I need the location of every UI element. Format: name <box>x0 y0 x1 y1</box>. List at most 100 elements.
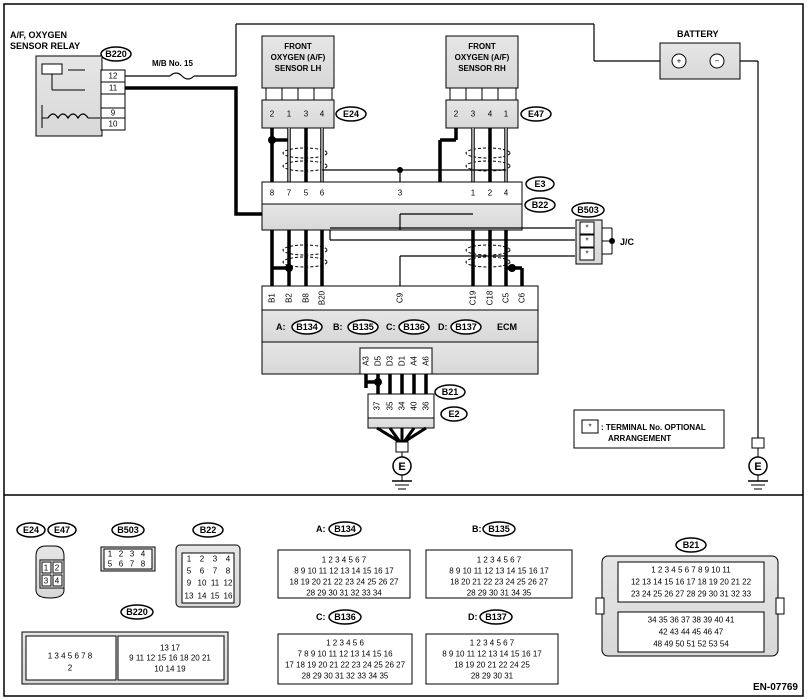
face-b136-row: 17 18 19 20 21 22 23 24 25 26 27 <box>285 661 406 670</box>
face-b22-pin: 15 <box>211 592 220 601</box>
face-b503-pin: 2 <box>119 550 124 559</box>
face-b134-prefix: A: <box>316 524 326 534</box>
face-b21-row: 34 35 36 37 38 39 40 41 <box>648 616 735 625</box>
face-b134-row: 8 9 10 11 12 13 14 15 16 17 <box>294 567 394 576</box>
ecm-pin: B20 <box>318 290 327 305</box>
ecm-pin-bottom: D3 <box>386 355 395 366</box>
ecm-pin: C6 <box>518 292 527 303</box>
face-b22-pin: 13 <box>185 592 194 601</box>
harness-pin: 5 <box>304 189 309 198</box>
face-b503-pin: 1 <box>108 550 113 559</box>
ground-conn-pin: 40 <box>410 401 419 410</box>
face-b21-code: B21 <box>683 540 700 550</box>
footer-code: EN-07769 <box>753 682 798 693</box>
face-b135-row: 8 9 10 11 12 13 14 15 16 17 <box>449 567 549 576</box>
jc-code: B503 <box>577 205 599 215</box>
ecm-conn-a-code: B134 <box>296 322 318 332</box>
face-e24-pin: 3 <box>44 577 49 586</box>
face-b503-pin: 3 <box>130 550 135 559</box>
ecm-ground-symbol: E <box>398 461 405 473</box>
ecm-pin-bottom: D1 <box>398 355 407 366</box>
harness-pin: 7 <box>287 189 292 198</box>
face-b22-pin: 12 <box>224 579 233 588</box>
ecm-pin-bottom: A3 <box>362 356 371 366</box>
face-b134: A: B134 1 2 3 4 5 6 7 8 9 10 11 12 13 14… <box>277 521 411 599</box>
face-b21-row: 48 49 50 51 52 53 54 <box>653 640 729 649</box>
face-b22-pin: 11 <box>211 579 220 588</box>
face-b503-pin: 4 <box>141 550 146 559</box>
face-b21-row: 12 13 14 15 16 17 18 19 20 21 22 <box>631 578 752 587</box>
ecm-pin: C5 <box>502 292 511 303</box>
ecm-pin: B8 <box>302 293 311 303</box>
face-b22-pin: 4 <box>226 555 231 564</box>
face-b135-prefix: B: <box>472 524 482 534</box>
sensor-rh-line2: OXYGEN (A/F) <box>455 53 510 62</box>
face-b22-pin: 1 <box>187 555 192 564</box>
face-b135: B: B135 1 2 3 4 5 6 7 8 9 10 11 12 13 14… <box>425 521 573 599</box>
face-b134-row: 18 19 20 21 22 23 24 25 26 27 <box>290 578 400 587</box>
ground-conn-pin: 37 <box>373 401 382 410</box>
battery-label: BATTERY <box>677 29 719 39</box>
face-e24-e47: E24 E47 1 2 3 4 <box>16 522 77 599</box>
face-b22-pin: 9 <box>187 579 192 588</box>
face-b137-code: B137 <box>485 612 507 622</box>
harness-code-e3: E3 <box>534 179 545 189</box>
harness-pin: 8 <box>270 189 275 198</box>
legend-line2: ARRANGEMENT <box>608 434 671 443</box>
face-b136-code: B136 <box>334 612 356 622</box>
face-e24-pin: 1 <box>44 564 49 573</box>
sensor-rh-pin: 3 <box>471 110 476 119</box>
sensor-lh: FRONT OXYGEN (A/F) SENSOR LH 2 1 3 4 E24 <box>261 35 367 129</box>
relay-code: B220 <box>105 49 127 59</box>
sensor-rh: FRONT OXYGEN (A/F) SENSOR RH 2 3 4 1 E47 <box>445 35 552 129</box>
face-b220-code: B220 <box>126 607 148 617</box>
face-b21: B21 1 2 3 4 5 6 7 8 9 10 11 12 13 14 15 … <box>595 537 785 657</box>
ecm-conn-d-letter: D: <box>438 322 448 332</box>
face-b220-row: 1 3 4 5 6 7 8 <box>48 652 93 661</box>
face-b135-row: 28 29 30 31 34 35 <box>467 589 532 598</box>
relay-pin-9: 9 <box>111 109 116 118</box>
face-b135-code: B135 <box>488 524 510 534</box>
face-b135-row: 1 2 3 4 5 6 7 <box>477 556 522 565</box>
ecm-pin: C19 <box>469 290 478 305</box>
face-e24-pin: 2 <box>55 564 60 573</box>
legend-star: * <box>588 423 591 432</box>
ecm-wires <box>270 213 575 286</box>
face-b137-row: 8 9 10 11 12 13 14 15 16 17 <box>442 650 542 659</box>
face-b22-pin: 3 <box>213 555 218 564</box>
face-b503-pin: 5 <box>108 560 113 569</box>
face-b22-pin: 5 <box>187 567 192 576</box>
ecm-conn-c-letter: C: <box>386 322 396 332</box>
jc-pin: * <box>585 224 588 233</box>
face-b503: B503 1 2 3 4 5 6 7 8 <box>100 522 156 572</box>
face-b22-pin: 2 <box>200 555 205 564</box>
ecm-conn-d-code: B137 <box>455 322 477 332</box>
jc-label: J/C <box>620 237 635 247</box>
face-b135-row: 18 20 21 22 23 24 25 26 27 <box>450 578 548 587</box>
face-b137-row: 28 29 30 31 <box>471 672 514 681</box>
face-b22-pin: 8 <box>226 567 231 576</box>
relay-pin-11: 11 <box>109 84 118 93</box>
ecm-conn-b-letter: B: <box>333 322 343 332</box>
face-b134-row: 28 29 30 31 32 33 34 <box>306 589 382 598</box>
ecm-pin-bottom: A4 <box>410 356 419 366</box>
ecm-label: ECM <box>497 322 517 332</box>
face-b134-row: 1 2 3 4 5 6 7 <box>322 556 367 565</box>
ecm-conn-c-code: B136 <box>403 322 425 332</box>
outer-frame <box>3 3 804 697</box>
face-b137-row: 18 19 20 21 22 24 25 <box>454 661 530 670</box>
face-b220: B220 1 3 4 5 6 7 8 2 13 17 9 11 12 15 16… <box>21 604 229 685</box>
joint-connector: B503 * * * J/C <box>571 202 635 265</box>
harness-pin: 6 <box>320 189 325 198</box>
face-b137-prefix: D: <box>468 612 478 622</box>
face-e24-code: E24 <box>23 525 39 535</box>
face-b22-pin: 7 <box>213 567 218 576</box>
sensor-rh-pin: 2 <box>454 110 459 119</box>
face-b134-code: B134 <box>334 524 356 534</box>
ground-merge <box>376 426 427 444</box>
battery: BATTERY + − E <box>659 29 768 490</box>
face-b136-row: 28 29 30 31 32 33 34 35 <box>302 672 389 681</box>
legend: * : TERMINAL No. OPTIONAL ARRANGEMENT <box>573 409 725 449</box>
